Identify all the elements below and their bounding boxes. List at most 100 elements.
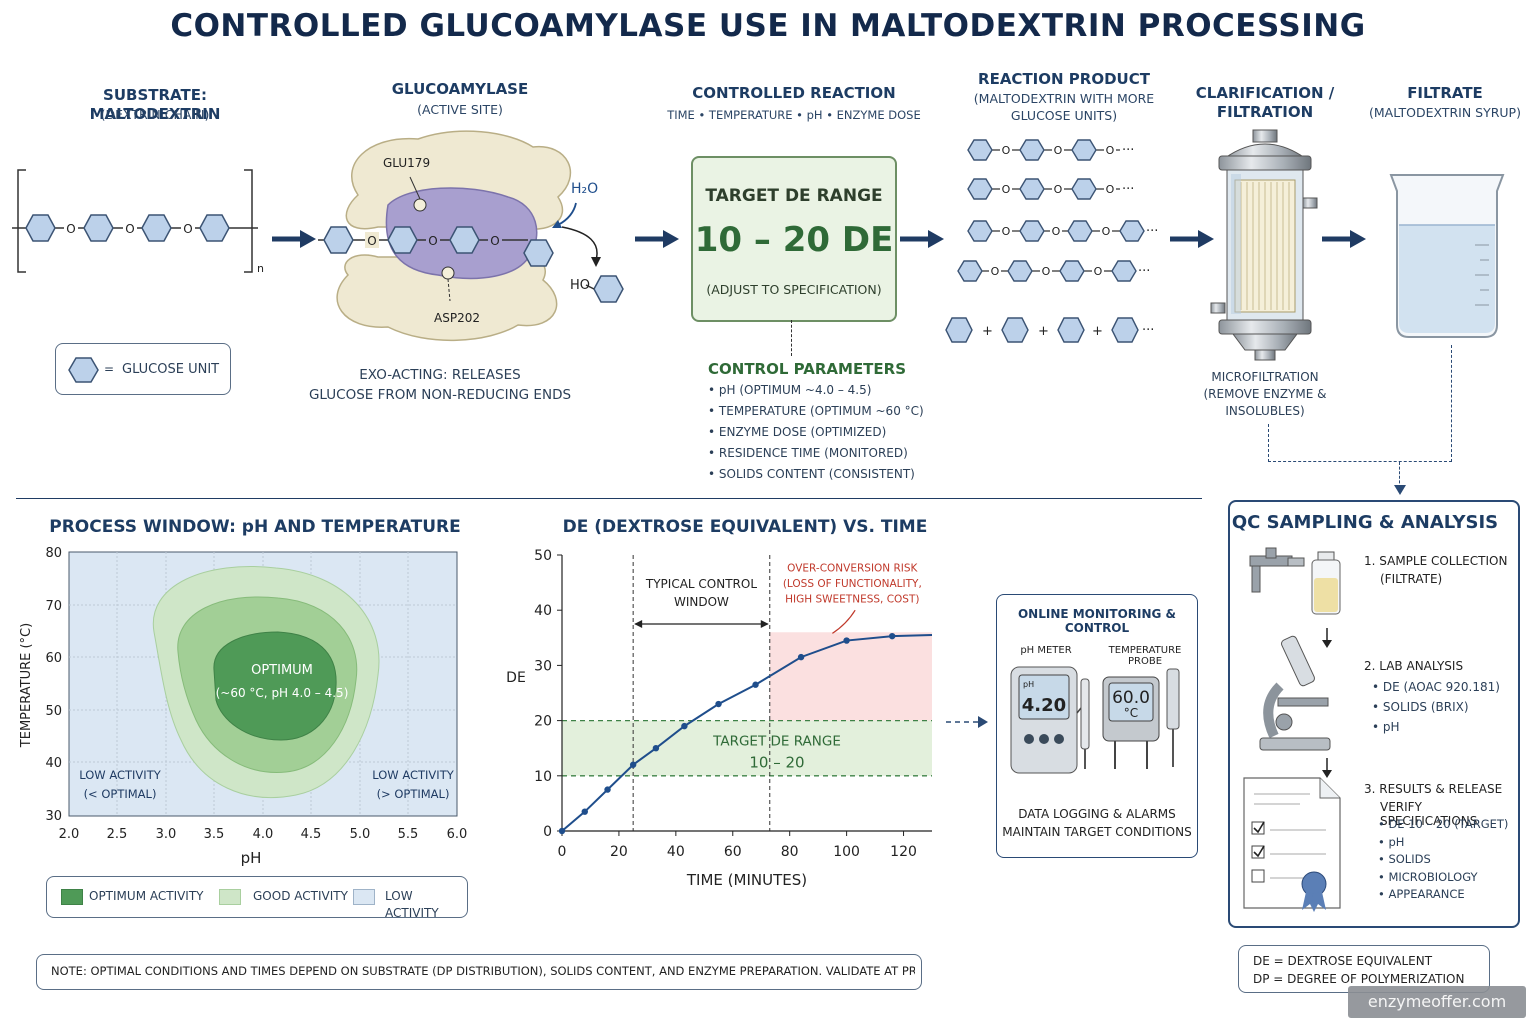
x-tick-label: 4.0 (253, 827, 274, 842)
de-data-point (558, 827, 566, 835)
glucose-hexagon (1059, 260, 1085, 282)
continuation-ellipsis: ··· (1142, 323, 1154, 338)
temperature-reading: 60.0 (1112, 688, 1150, 708)
x-tick-label: 3.5 (204, 827, 225, 842)
control-parameter-item: TEMPERATURE (OPTIMUM ~60 °C) (708, 401, 938, 422)
filtration-caption-line2: (REMOVE ENZYME & (1203, 387, 1327, 401)
flow-arrow-icon (900, 230, 944, 248)
qc-step1-title: 1. SAMPLE COLLECTION (1364, 554, 1508, 568)
filtration-caption: MICROFILTRATION (REMOVE ENZYME & INSOLUB… (1190, 369, 1340, 420)
product-subtitle-2: GLUCOSE UNITS) (1010, 108, 1118, 123)
de-data-point (797, 653, 805, 661)
target-de-label: TARGET DE RANGE (705, 186, 883, 206)
filtration-caption-line1: MICROFILTRATION (1211, 370, 1319, 384)
continuation-ellipsis: ··· (1122, 143, 1134, 158)
glucose-hexagon (1001, 317, 1029, 343)
qc-step2-item: DE (AOAC 920.181) (1372, 677, 1512, 697)
y-tick-label: 40 (534, 603, 552, 619)
glucose-legend-box: = GLUCOSE UNIT (55, 343, 231, 395)
certificate-checklist-icon (1243, 777, 1341, 912)
monitoring-caption-line1: DATA LOGGING & ALARMS (1018, 807, 1176, 821)
y-tick-label: 60 (45, 651, 62, 666)
y-tick-label: 70 (45, 599, 62, 614)
glucose-hexagon (1071, 178, 1097, 200)
glucose-hexagon (967, 178, 993, 200)
legend-label-optimum: OPTIMUM ACTIVITY (89, 889, 204, 903)
released-glucose-hexagon (593, 275, 624, 303)
control-parameters-list: pH (OPTIMUM ~4.0 – 4.5) TEMPERATURE (OPT… (708, 380, 938, 485)
glucose-hexagon (967, 139, 993, 161)
connector-dashed (791, 320, 792, 356)
bracket-left (17, 169, 26, 273)
de-chart-title: DE (DEXTROSE EQUIVALENT) VS. TIME (562, 517, 928, 537)
meters-icon: pH 4.20 60.0 °C (1010, 666, 1180, 774)
y-tick-label: 30 (45, 809, 62, 824)
abbrev-de: DE = DEXTROSE EQUIVALENT (1253, 954, 1433, 968)
qc-step2-item: pH (1372, 717, 1512, 737)
y-tick-label: 20 (534, 714, 552, 730)
reaction-subtitle: TIME • TEMPERATURE • pH • ENZYME DOSE (667, 108, 921, 122)
ph-unit-label: pH (1023, 680, 1034, 689)
glucose-hexagon (199, 214, 230, 242)
flow-arrow-icon (1322, 230, 1366, 248)
sample-tap-bottle-icon (1249, 547, 1341, 615)
dashed-arrow-icon (946, 716, 988, 728)
de-data-point (604, 786, 611, 793)
filtrate-title: FILTRATE (1407, 84, 1483, 102)
de-data-point (681, 722, 688, 730)
monitoring-title: ONLINE MONITORING & CONTROL (1017, 607, 1177, 635)
process-window-title: PROCESS WINDOW: pH AND TEMPERATURE (49, 517, 461, 537)
control-parameters-title: CONTROL PARAMETERS (708, 360, 907, 378)
x-tick-label: 80 (781, 844, 799, 860)
x-tick-label: 0 (558, 844, 567, 860)
x-tick-label: 5.5 (398, 827, 419, 842)
qc-step3-item: pH (1378, 834, 1513, 852)
over-conversion-risk-area (769, 632, 932, 721)
connector-dashed (1268, 461, 1452, 462)
y-tick-label: 50 (534, 548, 552, 564)
flow-arrow-icon (635, 230, 679, 248)
monitoring-caption: DATA LOGGING & ALARMS MAINTAIN TARGET CO… (997, 805, 1197, 841)
qc-step2-item: SOLIDS (BRIX) (1372, 697, 1512, 717)
filtrate-subtitle: (MALTODEXTRIN SYRUP) (1369, 105, 1521, 120)
glucose-hexagon (141, 214, 172, 242)
enzyme-active-site-diagram: O O O GLU179 ASP202 H₂O HO (318, 130, 624, 341)
glucose-hexagon (957, 260, 983, 282)
x-tick-label: 60 (724, 844, 742, 860)
x-tick-label: 2.5 (107, 827, 128, 842)
x-tick-label: 100 (833, 844, 860, 860)
legend-glucose-unit: GLUCOSE UNIT (122, 362, 220, 377)
process-window-chart: OPTIMUM (~60 °C, pH 4.0 – 4.5) LOW ACTIV… (19, 546, 467, 867)
y-tick-label: 10 (534, 769, 552, 785)
legend-swatch-good (219, 889, 241, 905)
subscript-n: n (257, 262, 264, 275)
filter-housing-icon (1210, 129, 1318, 361)
arrow-down-icon (1322, 758, 1332, 778)
substrate-subtitle: (DEXTRIN CHAIN) (100, 107, 210, 122)
y-tick-label: 40 (45, 756, 62, 771)
y-tick-label: 30 (534, 658, 552, 674)
legend-label-low: LOW ACTIVITY (385, 889, 439, 920)
svg-text:O: O (1052, 225, 1061, 238)
glucose-hexagon (25, 214, 56, 242)
legend-equals: = (104, 362, 115, 376)
residue-asp202-label: ASP202 (434, 311, 480, 325)
target-de-note: (ADJUST TO SPECIFICATION) (706, 282, 882, 297)
glucose-hexagon (1057, 317, 1085, 343)
glucose-hexagon (1019, 220, 1045, 242)
flow-arrow-icon (1170, 230, 1214, 248)
filtration-caption-line3: INSOLUBLES) (1225, 404, 1305, 418)
maltodextrin-chain-diagram: O O O n (12, 169, 264, 275)
continuation-ellipsis: ··· (1138, 264, 1150, 279)
plus-sign: + (1038, 324, 1049, 339)
beaker-filtrate-icon (1389, 174, 1505, 338)
target-de-card: TARGET DE RANGE 10 – 20 DE (ADJUST TO SP… (691, 156, 897, 322)
legend-swatch-low (353, 889, 375, 905)
glucose-hexagon (1007, 260, 1033, 282)
qc-step2-list: DE (AOAC 920.181) SOLIDS (BRIX) pH (1372, 677, 1512, 737)
svg-text:O: O (367, 234, 376, 248)
x-tick-label: 5.0 (350, 827, 371, 842)
svg-text:O: O (490, 234, 499, 248)
reaction-product-diagram: O O O O O O O O O O O O ··· ··· ··· ··· … (945, 139, 1158, 343)
